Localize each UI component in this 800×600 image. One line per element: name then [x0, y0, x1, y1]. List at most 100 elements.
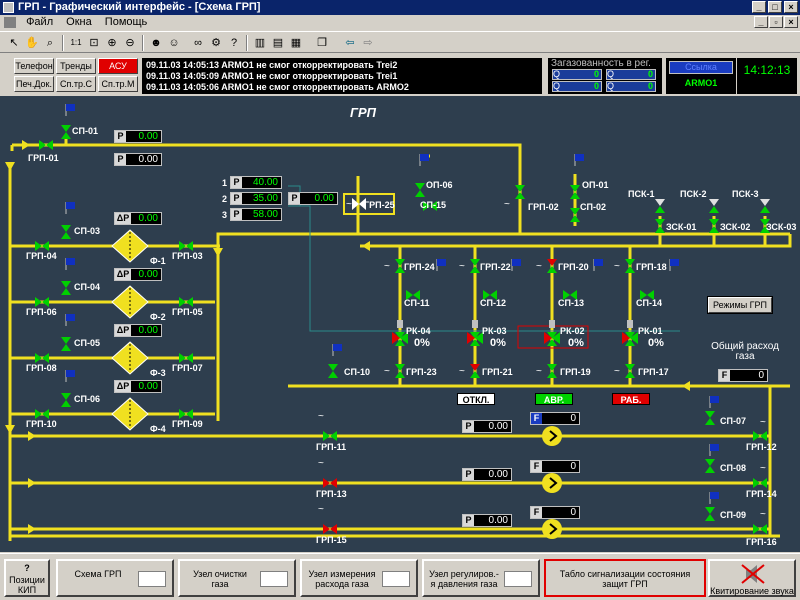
alarm-line: 09.11.03 14:05:06 ARMO1 не смог откоррек…	[146, 82, 409, 92]
valve-label: СП-06	[74, 394, 100, 404]
sp-tr-s-button[interactable]: Сп.тр.С	[56, 76, 96, 92]
valve-label: ГРП-02	[528, 202, 559, 212]
document-icon[interactable]	[4, 17, 16, 28]
valve-label: ГРП-23	[406, 367, 437, 377]
pointer-icon[interactable]: ↖	[9, 37, 19, 49]
pipeline-diagram: ~	[5, 103, 792, 541]
mdi-close-button[interactable]: ×	[784, 16, 798, 28]
modes-button[interactable]: Режимы ГРП	[707, 296, 773, 314]
scheme-grp-button[interactable]: Схема ГРП	[56, 559, 174, 597]
valve-label: СП-05	[74, 338, 100, 348]
mode-button[interactable]: Ссылка	[669, 61, 733, 74]
cascade-icon[interactable]: ▦	[290, 37, 302, 49]
ack-sound-button[interactable]: Квитирование звука	[708, 559, 796, 597]
windows-icon[interactable]: ❐	[317, 37, 327, 49]
positions-kip-button[interactable]: ? Позиции КИП	[4, 559, 50, 597]
valve-label: ГРП-17	[638, 367, 669, 377]
menu-file[interactable]: Файл	[26, 16, 54, 28]
valve-label: СП-14	[636, 298, 662, 308]
tile-horizontal-icon[interactable]: ▤	[272, 37, 284, 49]
button-label: Узел очистки газа	[193, 569, 247, 589]
line-number: 3	[222, 210, 228, 220]
filter-label: Ф-4	[150, 424, 166, 434]
binoculars-icon[interactable]: ∞	[194, 37, 202, 49]
sp-tr-m-button[interactable]: Сп.тр.М	[98, 76, 138, 92]
regulator-label: РК-01	[638, 326, 663, 336]
muted-speaker-icon	[741, 564, 765, 584]
valve-label: ГРП-10	[26, 419, 57, 429]
alarm-line: 09.11.03 14:05:09 ARMO1 не смог откоррек…	[146, 71, 398, 81]
hand-icon[interactable]: ✋	[25, 37, 39, 49]
mdi-restore-button[interactable]: ▫	[769, 16, 783, 28]
trend-icon	[382, 571, 410, 587]
zoom-out-icon[interactable]: ⊖	[125, 37, 135, 49]
arm-label: ARMO1	[684, 78, 718, 88]
regulator-label: РК-02	[560, 326, 585, 336]
metering-node-button[interactable]: Узел измерения расхода газа	[300, 559, 418, 597]
mdi-minimize-button[interactable]: _	[754, 16, 768, 28]
menu-help[interactable]: Помощь	[104, 16, 148, 28]
maximize-button[interactable]: □	[768, 1, 782, 13]
valve-label: СП-02	[580, 202, 606, 212]
valve-label: ЗСК-02	[720, 222, 751, 232]
scheme-canvas: ~	[0, 96, 800, 552]
cleaning-node-button[interactable]: Узел очистки газа	[178, 559, 296, 597]
help-icon[interactable]: ?	[230, 37, 238, 49]
tools-icon[interactable]: ⚙	[211, 37, 221, 49]
valve-label: ГРП-19	[560, 367, 591, 377]
magnifier-icon[interactable]: ⌕	[46, 37, 54, 49]
print-doc-button[interactable]: Печ.Док.	[14, 76, 54, 92]
regulator-position: 0%	[414, 337, 430, 349]
help-icon: ?	[24, 563, 30, 573]
user-icon[interactable]: ☺	[168, 37, 180, 49]
phone-button[interactable]: Телефон	[14, 58, 54, 74]
back-arrow-icon[interactable]: ⇦	[345, 37, 355, 49]
menu-windows[interactable]: Окна	[66, 16, 92, 28]
filter-label: Ф-1	[150, 256, 166, 266]
zoom-1to1-icon[interactable]: 1:1	[70, 38, 82, 47]
scheme-title: ГРП	[350, 105, 376, 120]
valve-label: ЗСК-03	[766, 222, 797, 232]
close-button[interactable]: ×	[784, 1, 798, 13]
button-label: Узел измерения расхода газа	[308, 569, 376, 589]
alarm-board-button[interactable]: Табло сигнализации состояния защит ГРП	[544, 559, 706, 597]
button-label: Табло сигнализации состояния защит ГРП	[559, 569, 691, 589]
valve-label: СП-10	[344, 367, 370, 377]
forward-arrow-icon[interactable]: ⇨	[363, 37, 373, 49]
trends-button[interactable]: Тренды	[56, 58, 96, 74]
menu-bar: Файл Окна Помощь	[0, 15, 800, 30]
bottom-nav: ? Позиции КИП Схема ГРП Узел очистки газ…	[0, 553, 800, 600]
valve-label: СП-07	[720, 416, 746, 426]
regulator-position: 0%	[490, 337, 506, 349]
valve-label: ОП-01	[582, 180, 609, 190]
valve-label: ПСК-2	[680, 189, 707, 199]
regulating-node-button[interactable]: Узел регулиров.-я давления газа	[422, 559, 540, 597]
regulator-position: 0%	[568, 337, 584, 349]
valve-label: СП-08	[720, 463, 746, 473]
valve-label: ГРП-03	[172, 251, 203, 261]
total-flow-label: Общий расход газа	[711, 341, 779, 362]
line-number: 2	[222, 194, 228, 204]
tile-vertical-icon[interactable]: ▥	[254, 37, 266, 49]
asu-button[interactable]: АСУ	[98, 58, 138, 74]
zoom-fit-icon[interactable]: ⊡	[89, 37, 99, 49]
window-title: ГРП - Графический интерфейс - [Схема ГРП…	[18, 1, 261, 13]
zoom-in-icon[interactable]: ⊕	[107, 37, 117, 49]
toolbar: ↖ ✋ ⌕ 1:1 ⊡ ⊕ ⊖ ☻ ☺ ∞ ⚙ ? ▥ ▤ ▦ ❐ ⇦ ⇨	[0, 31, 800, 53]
valve-label: СП-11	[404, 298, 430, 308]
minimize-button[interactable]: _	[752, 1, 766, 13]
users-icon[interactable]: ☻	[150, 37, 162, 49]
valve-label: ГРП-09	[172, 419, 203, 429]
